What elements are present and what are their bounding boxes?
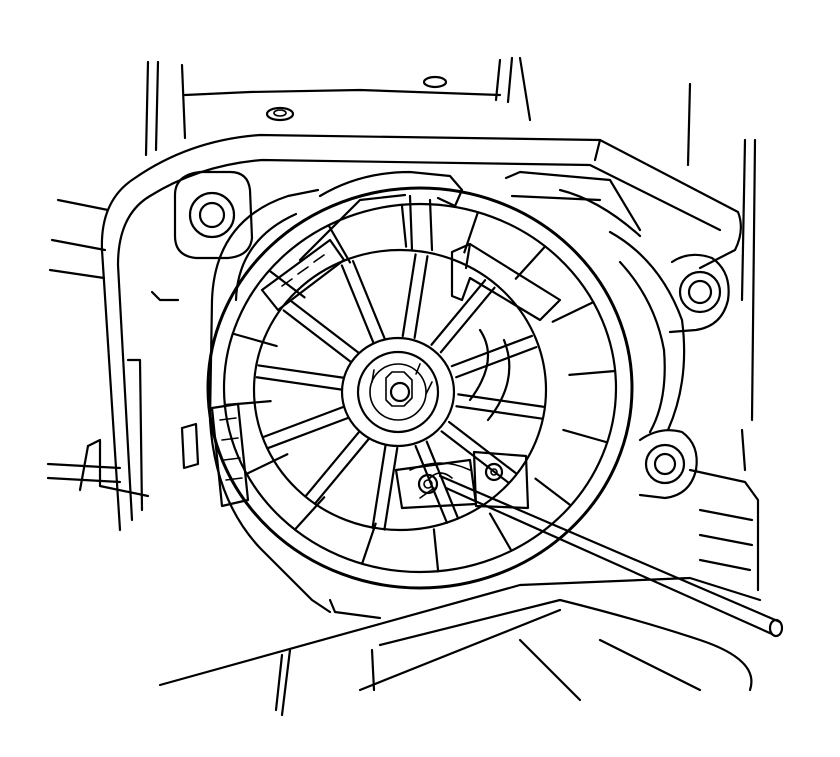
shaft-nut xyxy=(389,381,411,403)
bracket-screw xyxy=(484,462,504,482)
fan-rib xyxy=(400,203,408,248)
fan-spoke xyxy=(340,260,386,344)
fan-rib xyxy=(551,301,595,323)
fan-rib xyxy=(293,496,326,531)
case-hole-top-center xyxy=(422,75,448,89)
fan-rib xyxy=(327,224,352,264)
case-hole-top-left xyxy=(265,106,295,122)
fan-spoke xyxy=(255,364,345,391)
fan-rib xyxy=(245,453,289,475)
fan-rib xyxy=(568,369,617,376)
fan-rib xyxy=(488,512,513,552)
fan-rib xyxy=(534,477,572,507)
blower-fan-cage xyxy=(206,170,686,614)
fan-rib xyxy=(432,528,440,573)
release-tool xyxy=(429,472,784,638)
fan-spoke xyxy=(401,253,429,339)
fan-spoke xyxy=(262,405,350,450)
fan-spoke xyxy=(455,393,545,420)
fan-rib xyxy=(231,332,278,348)
fan-rib xyxy=(514,245,547,280)
fan-hub xyxy=(340,336,456,448)
mount-hole-right-lower xyxy=(644,443,686,485)
hvac-case xyxy=(46,56,762,717)
fan-ribs xyxy=(223,203,617,573)
fan-spoke xyxy=(304,430,370,505)
mount-hole-right-upper xyxy=(678,270,722,314)
fan-spoke xyxy=(282,299,360,364)
screw-bracket xyxy=(472,450,530,510)
fan-rib xyxy=(562,428,609,444)
fan-rib xyxy=(268,269,306,299)
bracket-hole-left xyxy=(188,191,236,239)
fan-spoke xyxy=(430,279,496,354)
fan-spoke xyxy=(371,445,399,531)
fan-spoke xyxy=(450,334,538,379)
fan-rib xyxy=(360,522,377,565)
